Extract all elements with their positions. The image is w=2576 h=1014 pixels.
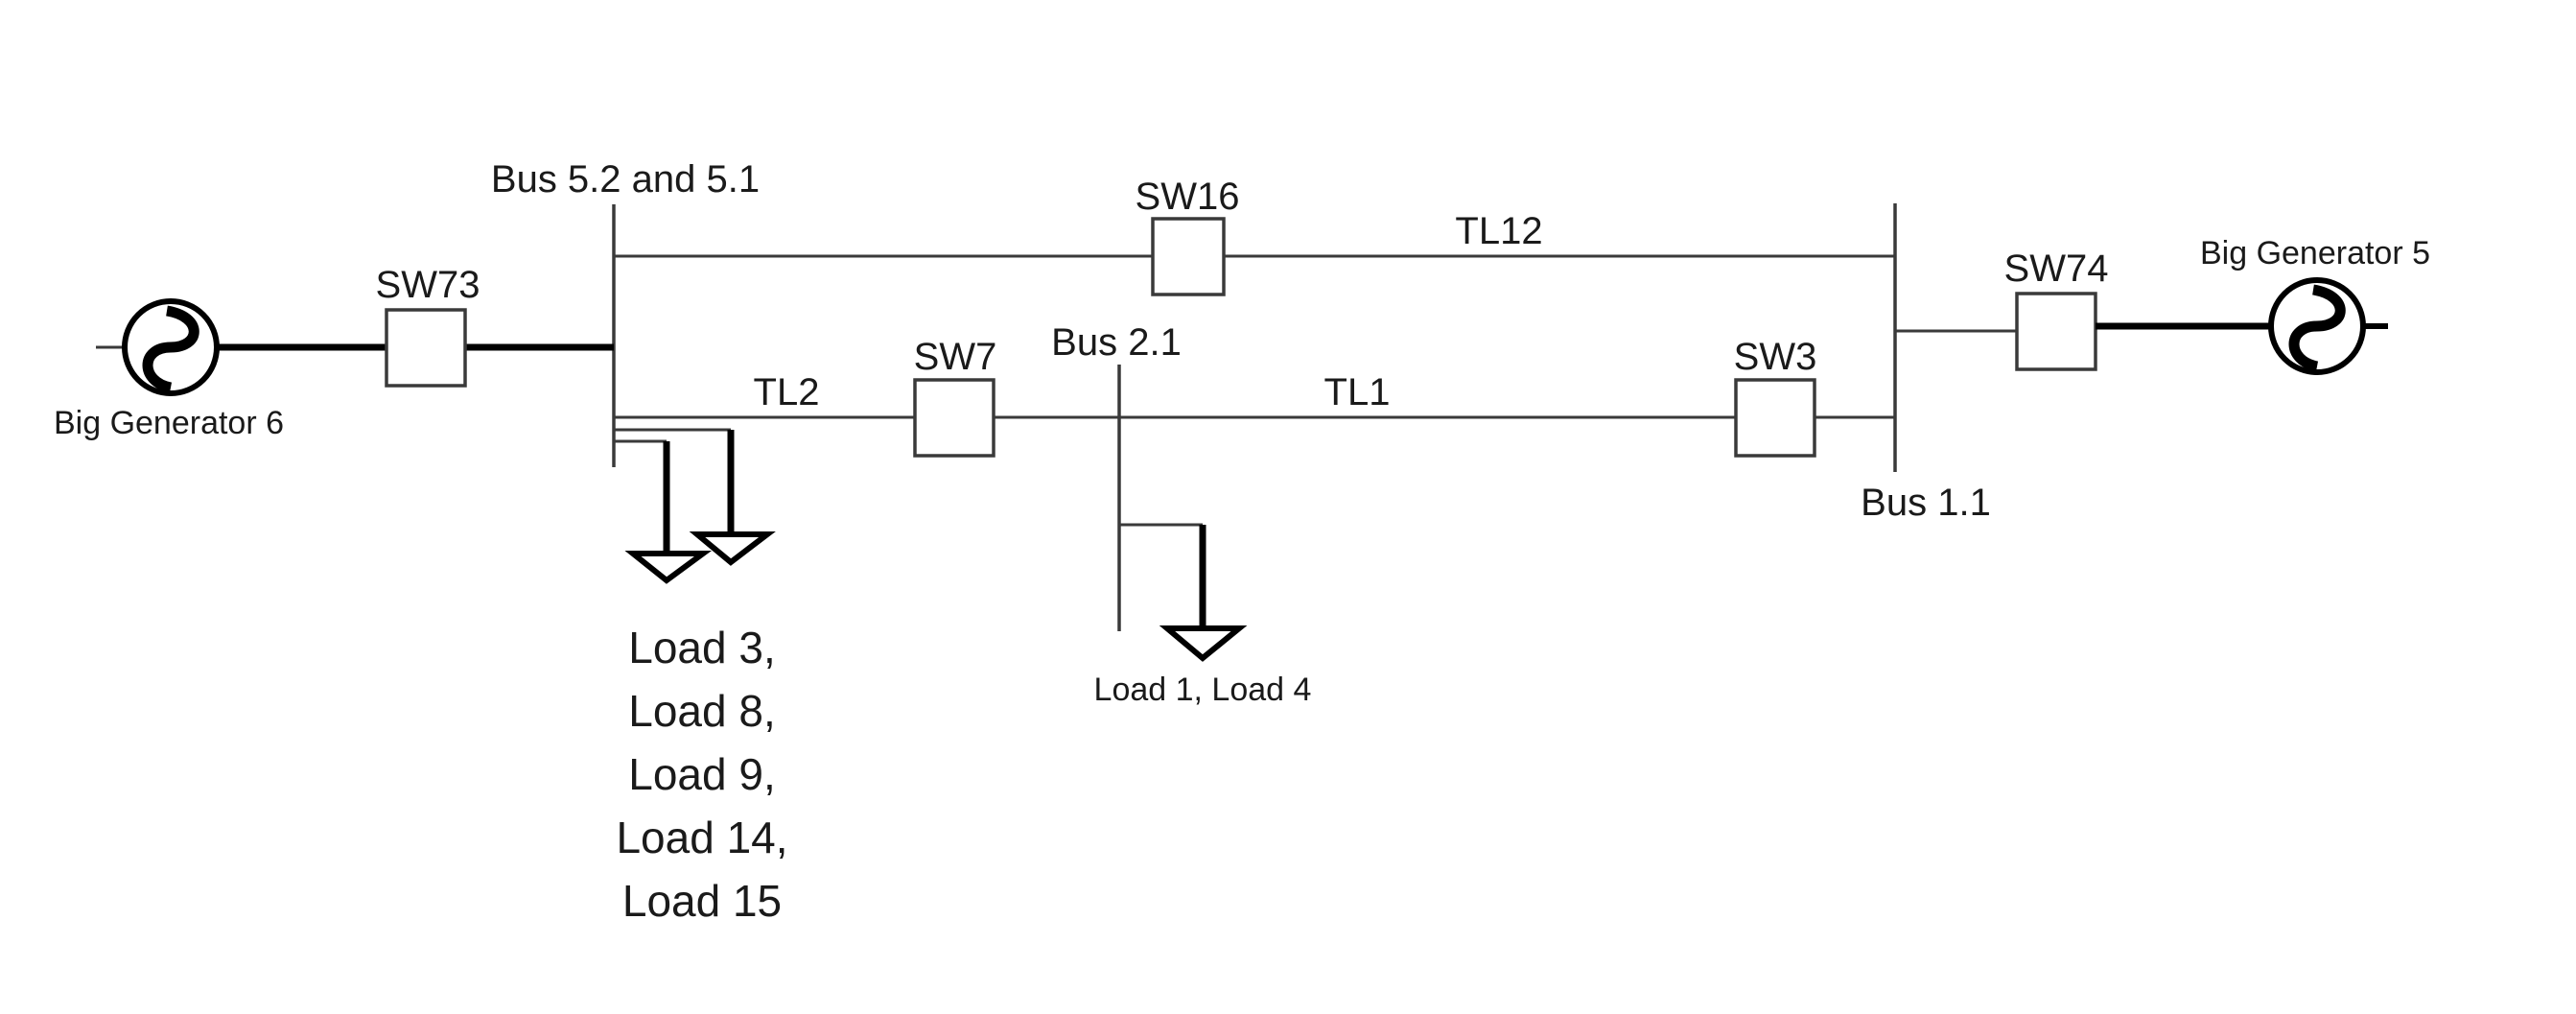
generator-5-label: Big Generator 5 [2200,235,2430,271]
load-group-bus2[interactable] [1119,523,1248,662]
bus-1-label: Bus 1.1 [1861,482,1991,524]
ac-sine-icon [142,305,199,393]
switch-sw73-label: SW73 [376,264,480,306]
switch-sw3[interactable] [1734,378,1816,458]
load-label-line: Load 8, [628,686,775,736]
switch-sw74-label: SW74 [2004,248,2109,290]
generator-6-label: Big Generator 6 [54,405,284,441]
load-icon [689,531,776,566]
load-bus5-label: Load 3, Load 8, Load 9, Load 14, Load 15 [616,623,787,926]
switch-sw74[interactable] [2015,292,2097,371]
bus-2-label: Bus 2.1 [1051,321,1182,364]
line-tl2-label: TL2 [754,371,820,413]
switch-sw16[interactable] [1151,217,1226,296]
line-tl1-label: TL1 [1324,371,1391,413]
ac-sine-icon [2288,284,2346,372]
load-label-line: Load 3, [628,623,775,672]
line-tl12-label: TL12 [1455,210,1542,252]
switch-sw7-label: SW7 [914,336,997,378]
load-icon [1159,625,1248,662]
switch-sw7[interactable] [913,378,995,458]
generator-5[interactable] [2268,277,2388,375]
load-icon [624,551,713,584]
load-bus2-label: Load 1, Load 4 [1094,672,1312,708]
load-label-line: Load 9, [628,749,775,799]
switch-sw16-label: SW16 [1136,176,1240,218]
switch-sw3-label: SW3 [1734,336,1817,378]
generator-6[interactable] [96,298,220,396]
load-group-bus5[interactable] [614,428,776,584]
load-label-line: Load 15 [622,876,782,926]
switch-sw73[interactable] [385,308,467,388]
load-label-line: Load 14, [616,813,787,862]
bus-5-label: Bus 5.2 and 5.1 [491,158,760,200]
